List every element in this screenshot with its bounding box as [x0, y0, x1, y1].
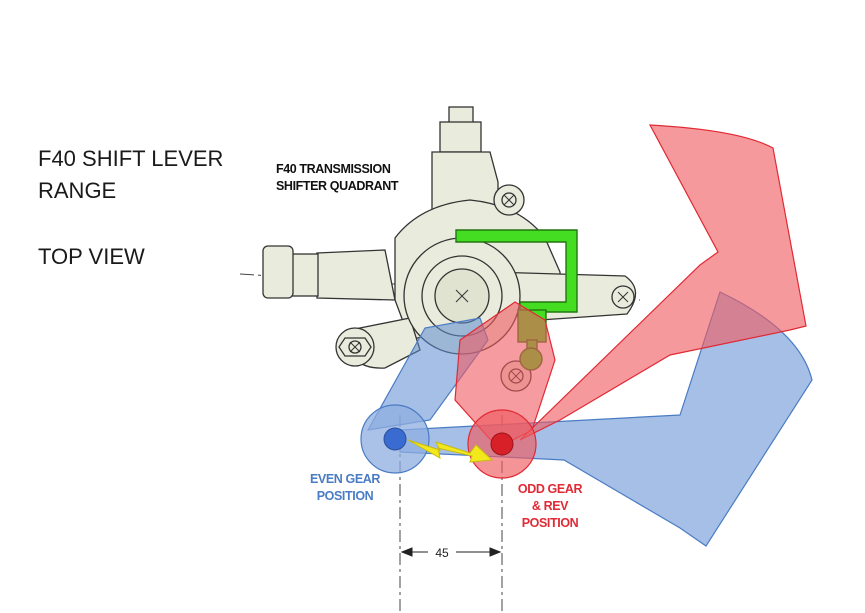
quadrant-left-shaft: [289, 253, 319, 297]
diagram-title-line-1: F40 SHIFT LEVER: [38, 146, 224, 171]
quadrant-label: F40 TRANSMISSION SHIFTER QUADRANT: [276, 161, 398, 195]
quadrant-top-neck: [439, 121, 482, 153]
even-gear-label: EVEN GEAR POSITION: [310, 471, 380, 505]
odd-gear-lever: [454, 124, 807, 479]
even-label-line-1: EVEN GEAR: [310, 472, 381, 486]
quadrant-left-boss: [316, 249, 396, 301]
quadrant-label-line-2: SHIFTER QUADRANT: [276, 179, 399, 193]
odd-lever-blade: [519, 124, 807, 441]
odd-gear-label: ODD GEAR & REV POSITION: [514, 481, 586, 532]
even-pivot-pin: [383, 427, 407, 451]
even-gear-lever: [360, 291, 813, 547]
quadrant-label-line-1: F40 TRANSMISSION: [276, 162, 391, 176]
odd-label-line-1: ODD GEAR: [517, 482, 583, 496]
view-label: TOP VIEW: [38, 244, 145, 269]
dimension-label-bg: [428, 544, 456, 560]
quadrant-left-cap: [262, 245, 294, 299]
even-label-line-2: POSITION: [316, 489, 374, 503]
odd-label-line-2: & REV: [531, 499, 569, 513]
bracket-arm: [455, 229, 578, 313]
odd-lever-arm: [454, 301, 556, 449]
diagram-title-line-2: RANGE: [38, 178, 117, 203]
dimension-value: 45: [435, 546, 449, 560]
odd-pivot-pin: [490, 432, 514, 456]
shift-arrow: [407, 439, 494, 463]
odd-label-line-3: POSITION: [521, 516, 579, 530]
